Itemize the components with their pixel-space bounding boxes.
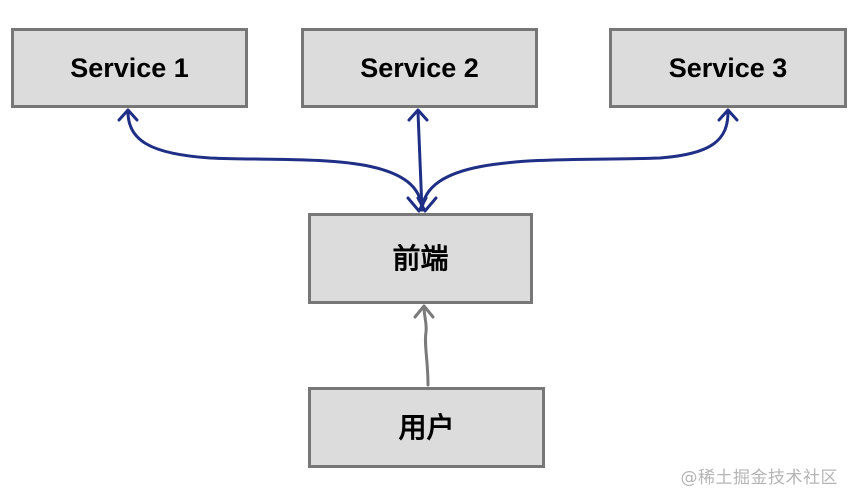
- frontend-box: 前端: [308, 213, 533, 304]
- service-1-box: Service 1: [11, 28, 248, 108]
- arrowhead-service1: [117, 108, 139, 122]
- arrow-frontend-service2: [416, 110, 424, 212]
- service-2-box: Service 2: [301, 28, 538, 108]
- service-3-label: Service 3: [668, 52, 788, 83]
- service-2-label: Service 2: [360, 52, 479, 83]
- arrow-user-frontend: [422, 305, 430, 387]
- frontend-label: 前端: [392, 241, 449, 275]
- watermark: @稀土掘金技术社区: [680, 468, 838, 488]
- service-1-label: Service 1: [70, 52, 189, 83]
- arrowhead-user-frontend: [413, 304, 435, 319]
- arrowhead-frontend-left: [406, 196, 428, 213]
- arrow-frontend-service1: [126, 110, 424, 212]
- arrowhead-frontend-right: [416, 196, 438, 213]
- user-label: 用户: [398, 410, 455, 444]
- arrow-frontend-service3: [420, 110, 730, 212]
- arrowhead-service2: [407, 108, 429, 122]
- user-box: 用户: [308, 387, 545, 468]
- arrowhead-service3: [717, 108, 739, 122]
- service-3-box: Service 3: [609, 28, 847, 108]
